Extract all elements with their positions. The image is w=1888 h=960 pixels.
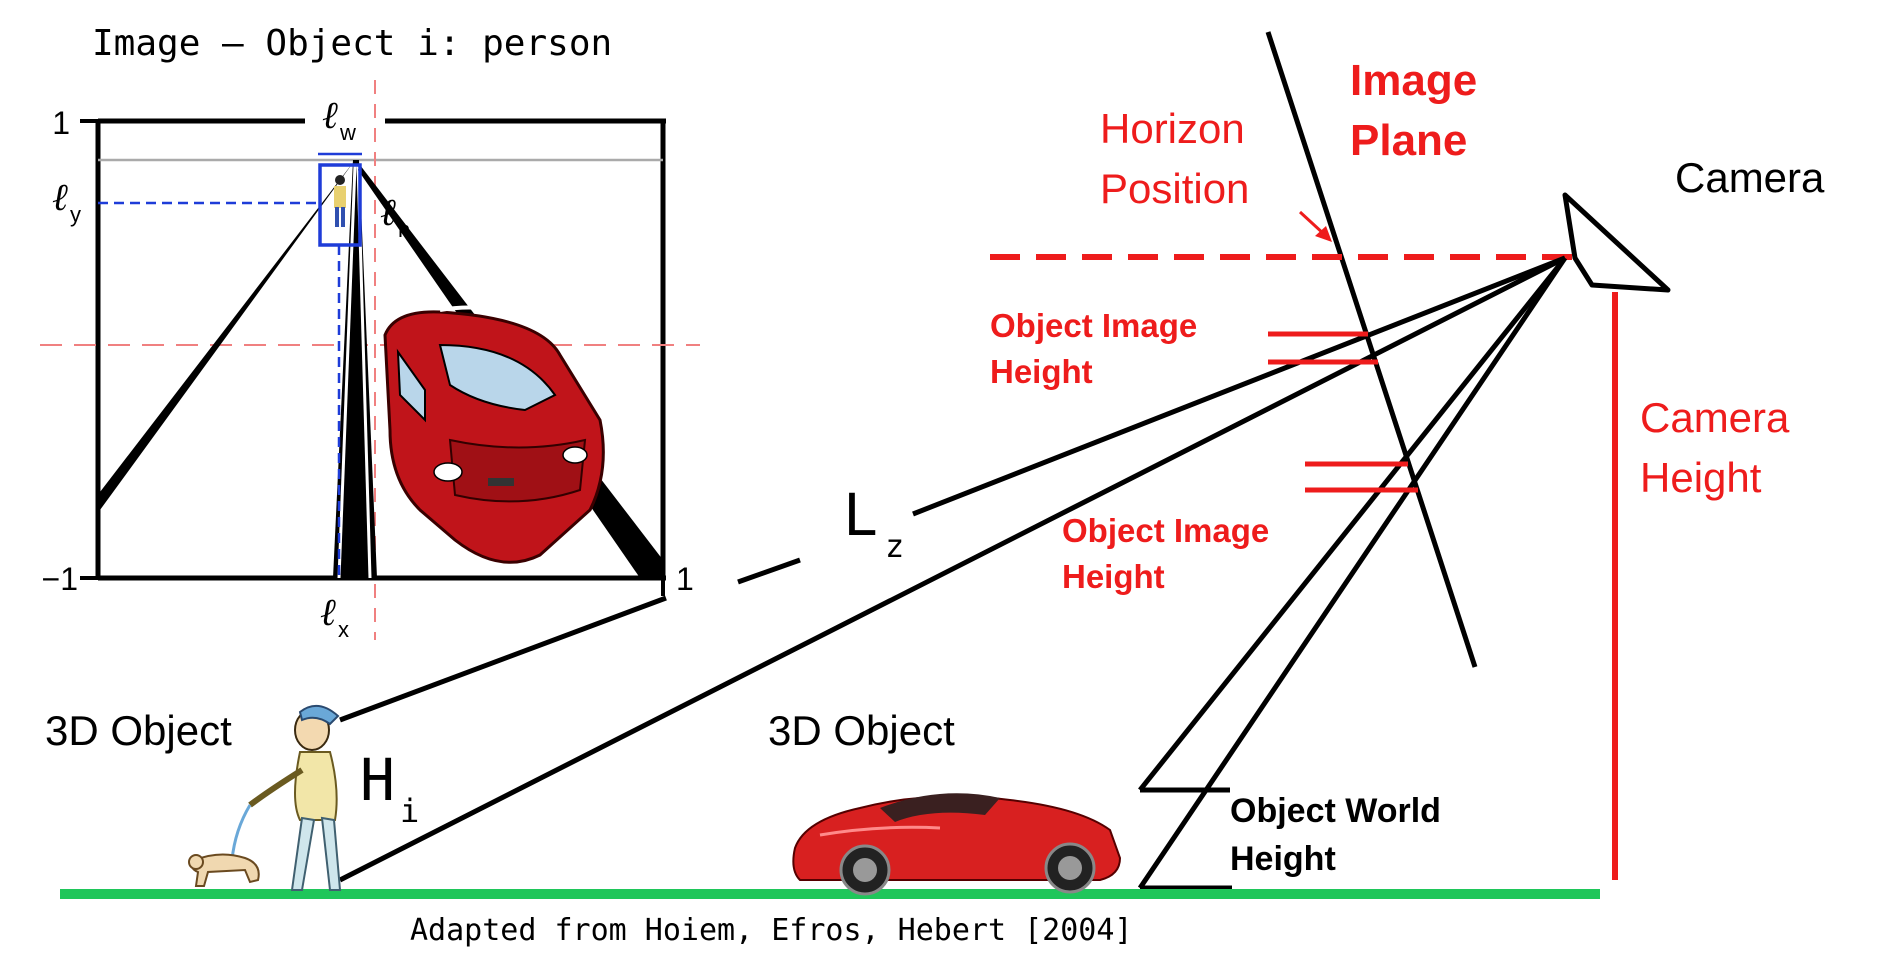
image-plane-label-line1: Image [1350, 56, 1477, 105]
ray-person-top-upper [912, 255, 1566, 517]
inset-red-car [383, 305, 605, 564]
lh-subscript: h [398, 217, 410, 242]
road-left-edge [100, 160, 355, 510]
ray-car-bottom [1137, 256, 1568, 890]
Lz-subscript: z [885, 527, 904, 565]
lw-subscript: w [339, 120, 356, 145]
camera-body [1562, 192, 1671, 293]
image-inset-panel: 1 −1 1 ℓ w ℓ y ℓ h ℓ x [40, 80, 700, 642]
y-axis-label-top: 1 [52, 105, 70, 141]
y-axis-label-bottom: −1 [42, 561, 78, 597]
object-image-height-label-2-line2: Height [1062, 558, 1165, 595]
road-center-stripe [333, 160, 377, 578]
x-axis-label-right: 1 [676, 561, 694, 597]
horizon-pointer-arrowhead [1315, 226, 1332, 242]
lx-symbol: ℓ [320, 592, 336, 634]
3d-object-right-label: 3D Object [768, 707, 955, 754]
horizon-label-line1: Horizon [1100, 105, 1245, 152]
inset-person-figure [334, 175, 346, 227]
object-world-height-label-line1: Object World [1230, 792, 1441, 830]
object-image-height-label-2-line1: Object Image [1062, 512, 1269, 549]
person-walking-dog-illustration [188, 705, 342, 891]
lw-symbol: ℓ [322, 95, 338, 137]
object-image-height-label-1-line2: Height [990, 353, 1093, 390]
lh-symbol: ℓ [380, 192, 396, 234]
Hi-symbol: H [360, 746, 395, 814]
object-world-height-label-line2: Height [1230, 840, 1336, 878]
object-image-height-label-1-line1: Object Image [990, 307, 1197, 344]
image-plane-line [1265, 31, 1478, 668]
image-plane-label-line2: Plane [1350, 116, 1467, 165]
sports-car-illustration [792, 793, 1122, 896]
camera-height-label-line2: Height [1640, 454, 1762, 501]
camera-height-label-line1: Camera [1640, 394, 1790, 441]
inset-title: Image – Object i: person [92, 23, 612, 64]
ray-person-top-near-image [737, 557, 801, 585]
lx-subscript: x [338, 617, 349, 642]
horizon-label-line2: Position [1100, 165, 1249, 212]
3d-object-left-label: 3D Object [45, 707, 232, 754]
ly-subscript: y [70, 202, 81, 227]
Lz-symbol: L [843, 481, 878, 549]
road-stripe-highlight-left [337, 164, 357, 579]
ray-person-top-lower [339, 595, 667, 723]
Hi-subscript: i [400, 792, 419, 830]
ly-symbol: ℓ [52, 177, 68, 219]
camera-label: Camera [1675, 154, 1825, 201]
ray-car-top [1138, 256, 1567, 792]
source-caption: Adapted from Hoiem, Efros, Hebert [2004] [410, 913, 1132, 948]
